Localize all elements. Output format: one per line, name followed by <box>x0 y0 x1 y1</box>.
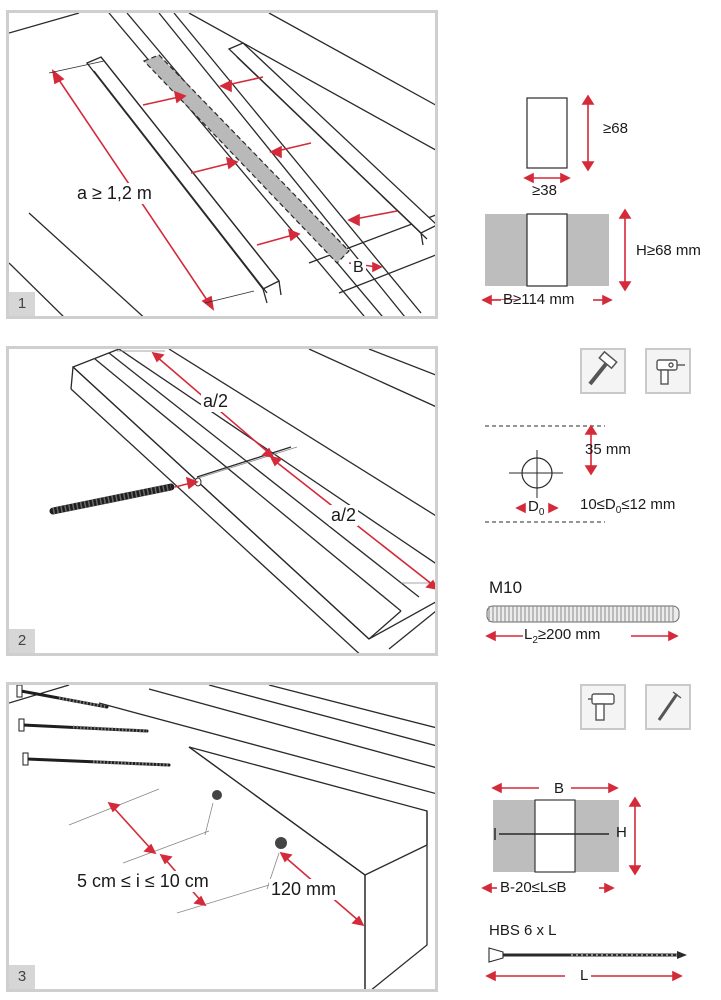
drill-tool-icon <box>645 348 691 394</box>
hole-range-label: 10≤D0≤12 mm <box>580 496 676 516</box>
step-1-illustration <box>9 13 435 316</box>
hole-diameter-label: D0 <box>528 498 545 518</box>
step-3-illustration <box>9 685 435 989</box>
b-label: B <box>351 259 366 277</box>
hammer-icon <box>588 350 618 386</box>
hole-diagram <box>485 424 605 523</box>
rod-length-label: L2≥200 mm <box>524 626 601 646</box>
half-spacing-bottom: a/2 <box>329 505 359 526</box>
joint-width-arrow <box>481 294 613 306</box>
step-2-panel: a/2 a/2 2 <box>6 346 438 656</box>
screw-spacing-label: 5 cm ≤ i ≤ 10 cm <box>75 871 211 892</box>
reinforcement-beam <box>142 54 350 264</box>
screw-head <box>212 790 222 800</box>
step-number: 3 <box>9 965 35 989</box>
screwdriver-icon <box>588 693 615 721</box>
step-number: 2 <box>9 629 35 653</box>
section-width-label: ≥38 <box>532 182 557 199</box>
rod-name: M10 <box>489 578 523 597</box>
end-distance-label: 120 mm <box>269 879 339 900</box>
joint-width-label: B <box>554 780 565 797</box>
joint-width-label: B≥114 mm <box>503 291 575 308</box>
spacing-label: a ≥ 1,2 m <box>75 183 154 204</box>
threaded-rod <box>49 483 175 515</box>
step-number: 1 <box>9 292 35 316</box>
joint-height-label: H≥68 mm <box>636 242 701 259</box>
half-spacing-top: a/2 <box>201 391 231 412</box>
screw-range-arrow <box>481 882 615 894</box>
screw-length-range: B-20≤L≤B <box>500 879 567 896</box>
screw-head <box>275 837 287 849</box>
screw-icon <box>657 691 682 721</box>
edge-distance-label: 35 mm <box>585 441 631 458</box>
drill-icon <box>656 359 685 385</box>
screwdriver-tool-icon <box>580 684 626 730</box>
screw-joint-diagram <box>491 782 641 876</box>
hammer-tool-icon <box>580 348 626 394</box>
screw-name: HBS 6 x L <box>489 922 557 939</box>
step-3-panel: 5 cm ≤ i ≤ 10 cm 120 mm 3 <box>6 682 438 992</box>
section-diagrams <box>485 94 632 300</box>
rod-spec-diagram <box>485 605 680 642</box>
section-height-label: ≥68 <box>603 120 628 137</box>
screw-length-label: L <box>580 967 589 984</box>
step-1-panel: a ≥ 1,2 m B 1 <box>6 10 438 319</box>
screws <box>16 685 171 767</box>
screw-tool-icon <box>645 684 691 730</box>
rafter-section <box>526 97 568 169</box>
step-2-illustration <box>9 349 435 653</box>
hbs-screw-diagram <box>485 947 687 982</box>
joint-height-label: H <box>616 824 627 841</box>
